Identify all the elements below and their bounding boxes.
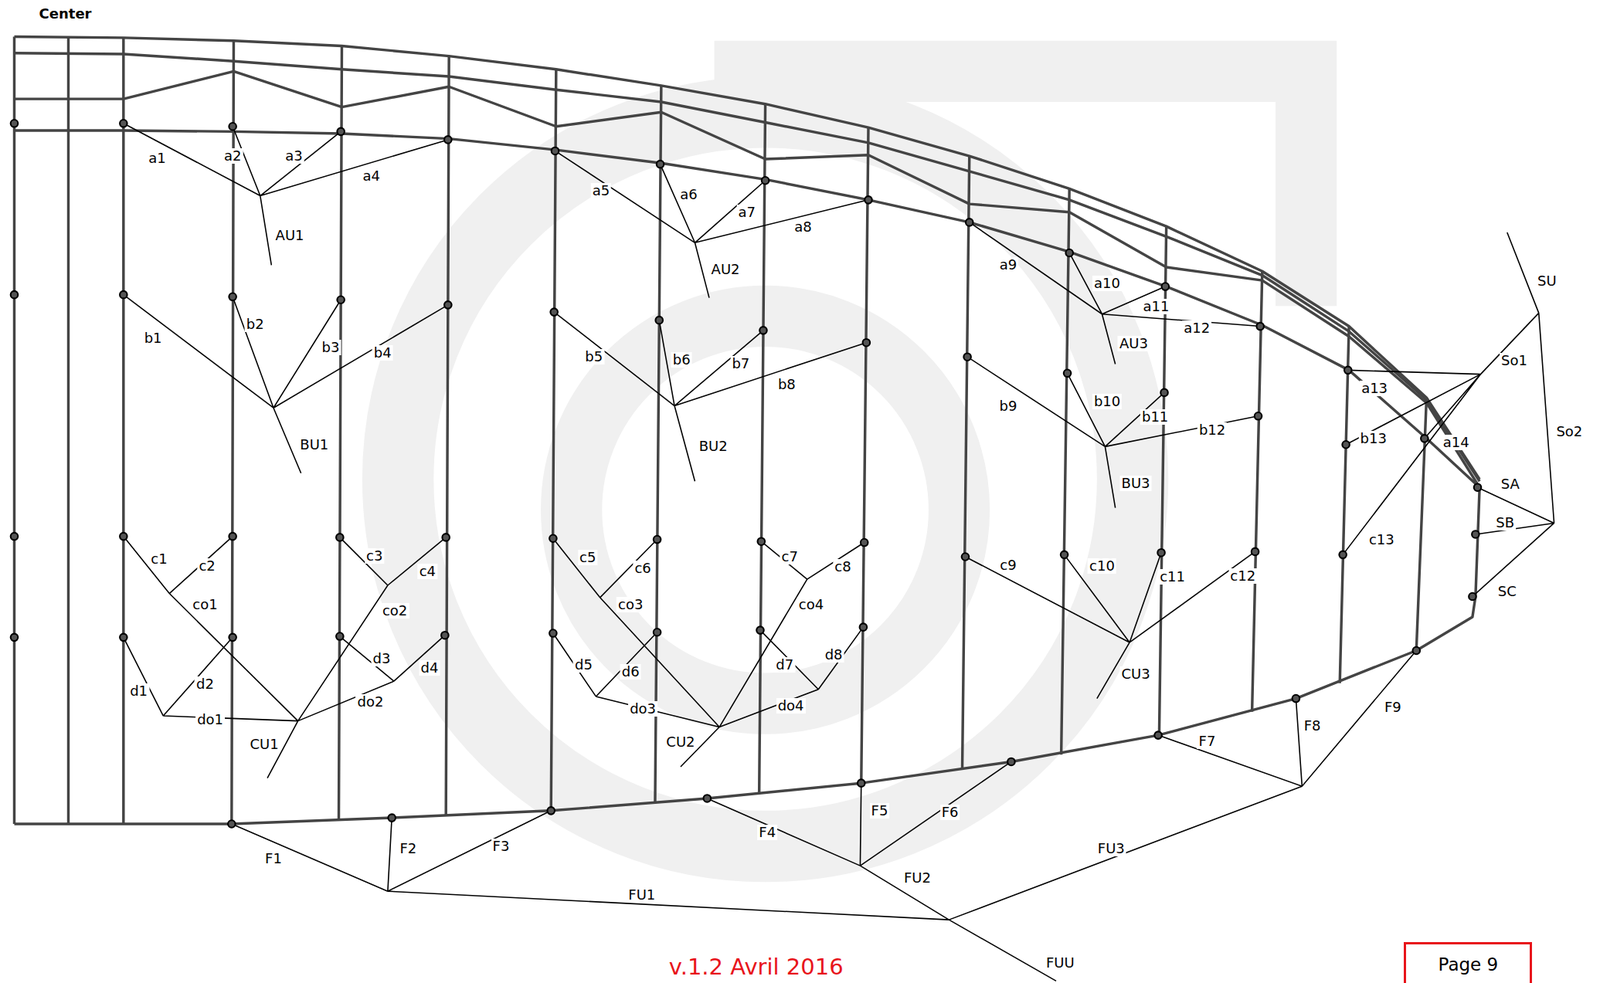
line-name: a2 bbox=[222, 148, 243, 164]
center-label: Center bbox=[37, 6, 94, 22]
watermark bbox=[397, 71, 1307, 847]
line-name: F9 bbox=[1382, 699, 1403, 716]
line-name: co1 bbox=[190, 597, 219, 613]
line-name: F4 bbox=[757, 825, 778, 841]
line-name: F8 bbox=[1302, 718, 1323, 734]
line-name: SA bbox=[1499, 476, 1522, 493]
line-name: do2 bbox=[355, 694, 385, 710]
line-name: F6 bbox=[940, 805, 961, 821]
line-name: CU1 bbox=[247, 737, 280, 753]
attachment-points bbox=[10, 119, 1482, 829]
line-name: c11 bbox=[1158, 569, 1187, 585]
line-name: BU3 bbox=[1120, 475, 1152, 492]
line-name: a1 bbox=[146, 150, 167, 167]
line-name: SC bbox=[1496, 584, 1519, 600]
line-name: BU2 bbox=[697, 438, 730, 455]
line-name: d7 bbox=[774, 657, 795, 673]
line-name: d3 bbox=[371, 651, 393, 667]
line-name: c8 bbox=[832, 559, 853, 575]
line-name: c6 bbox=[632, 560, 653, 577]
line-name: FU1 bbox=[626, 887, 657, 904]
line-name: c7 bbox=[780, 549, 800, 565]
line-name: a13 bbox=[1359, 380, 1390, 397]
line-name: c2 bbox=[197, 558, 217, 575]
line-name: b1 bbox=[142, 330, 164, 347]
page-number: Page 9 bbox=[1406, 956, 1530, 975]
line-name: c10 bbox=[1087, 558, 1117, 575]
line-name: c1 bbox=[149, 551, 169, 568]
line-name: do3 bbox=[628, 701, 658, 717]
line-name: So1 bbox=[1499, 353, 1529, 369]
line-name: FU2 bbox=[902, 870, 933, 887]
line-name: c9 bbox=[998, 557, 1018, 574]
line-name: F5 bbox=[869, 803, 891, 819]
line-name: do1 bbox=[195, 712, 225, 728]
line-name: BU1 bbox=[298, 437, 330, 453]
line-name: d4 bbox=[419, 660, 441, 677]
line-name: a8 bbox=[792, 219, 813, 235]
line-name: a6 bbox=[678, 186, 699, 203]
line-name: b4 bbox=[372, 345, 394, 361]
line-name: d6 bbox=[620, 664, 642, 680]
version-note: v.1.2 Avril 2016 bbox=[667, 954, 846, 979]
line-name: co4 bbox=[797, 597, 826, 613]
line-name: d2 bbox=[194, 676, 216, 693]
line-name: a4 bbox=[361, 168, 382, 184]
line-name: b12 bbox=[1197, 422, 1227, 439]
line-name: FU3 bbox=[1096, 841, 1127, 857]
page-number-box: Page 9 bbox=[1403, 942, 1533, 983]
line-name: b9 bbox=[997, 398, 1019, 415]
line-name: a11 bbox=[1141, 298, 1171, 315]
line-name: b7 bbox=[730, 356, 751, 372]
line-name: co3 bbox=[616, 597, 645, 613]
line-name: b10 bbox=[1092, 394, 1122, 410]
line-name: AU3 bbox=[1117, 336, 1150, 352]
line-name: a14 bbox=[1441, 434, 1471, 451]
line-name: FUU bbox=[1044, 955, 1077, 972]
line-name: c13 bbox=[1367, 532, 1397, 548]
line-name: a12 bbox=[1182, 320, 1212, 337]
line-name: CU2 bbox=[664, 734, 697, 751]
line-name: c5 bbox=[577, 550, 598, 566]
line-name: SU bbox=[1535, 273, 1559, 289]
line-name: a7 bbox=[737, 204, 758, 221]
line-name: b11 bbox=[1140, 409, 1170, 425]
line-name: F7 bbox=[1197, 733, 1218, 750]
line-name: b8 bbox=[776, 377, 798, 393]
line-name: SB bbox=[1494, 515, 1516, 531]
line-name: a3 bbox=[283, 148, 304, 164]
line-name: c3 bbox=[364, 548, 384, 564]
line-name: b2 bbox=[244, 316, 266, 333]
line-name: b6 bbox=[671, 352, 693, 368]
line-name: So2 bbox=[1554, 424, 1584, 440]
line-name: b13 bbox=[1358, 431, 1389, 447]
line-name: d5 bbox=[573, 657, 595, 673]
line-name: c12 bbox=[1228, 568, 1257, 585]
line-name: F3 bbox=[491, 839, 512, 855]
line-name: CU3 bbox=[1119, 666, 1152, 683]
line-name: b3 bbox=[319, 339, 341, 356]
line-name: do4 bbox=[776, 698, 806, 714]
line-name: AU1 bbox=[274, 227, 306, 244]
line-name: d8 bbox=[823, 647, 845, 663]
line-name: a9 bbox=[998, 257, 1019, 273]
line-name: d1 bbox=[128, 683, 150, 700]
canopy-structure bbox=[13, 37, 1480, 825]
line-name: AU2 bbox=[709, 261, 742, 278]
line-name: a10 bbox=[1092, 275, 1122, 292]
line-name: F2 bbox=[397, 841, 418, 857]
line-name: F1 bbox=[263, 851, 284, 867]
line-name: a5 bbox=[591, 183, 612, 199]
suspension-lines bbox=[123, 123, 1555, 982]
line-name: co2 bbox=[380, 603, 409, 619]
line-name: c4 bbox=[417, 563, 438, 580]
line-name: b5 bbox=[583, 349, 605, 365]
